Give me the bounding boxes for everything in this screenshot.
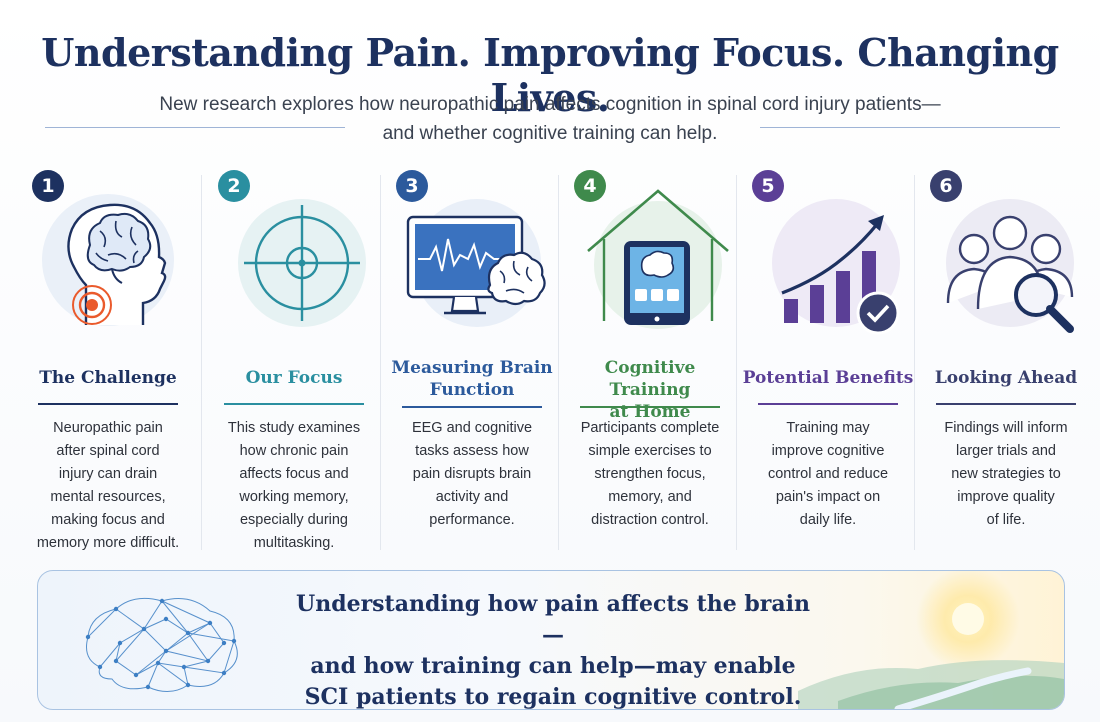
step-3-desc-line: tasks assess how [415,443,529,459]
subtitle-rule-left [45,127,345,128]
step-5-underline [758,403,898,405]
step-6-number-badge: 6 [930,170,962,202]
subtitle-line-1: New research explores how neuropathic pa… [159,94,941,115]
step-1-underline [38,403,178,405]
step-1-desc-line: mental resources, [50,489,166,505]
step-2-desc-line: multitasking. [253,535,335,551]
banner-message: Understanding how pain affects the brain… [288,589,818,710]
step-3: 3 Measuring Brain Function EEG and cogni… [384,165,560,550]
step-6-desc-line: of life. [986,512,1026,528]
step-3-desc-line: pain disrupts brain [412,466,532,482]
rising-chart-check-icon [758,175,908,335]
step-6-desc-line: larger trials and [956,443,1056,459]
step-1-desc-line: Neuropathic pain [53,420,163,436]
target-crosshair-icon [224,175,374,335]
step-3-title-line: Function [429,380,515,400]
step-4-desc-line: Participants complete [580,420,720,436]
step-5-desc-line: daily life. [799,512,857,528]
brain-head-pain-icon [38,175,188,335]
banner-line: Understanding how pain affects the brain… [296,591,810,648]
page-subtitle: New research explores how neuropathic pa… [0,90,1100,148]
step-2-desc-line: especially during [239,512,348,528]
step-1-number-badge: 1 [32,170,64,202]
step-3-title-line: Measuring Brain [391,358,553,378]
step-3-description: EEG and cognitive tasks assess how pain … [392,417,552,532]
steps-row: 1 The Challenge Neuropathic pain after s… [20,165,1080,560]
step-3-number-badge: 3 [396,170,428,202]
step-6-title: Looking Ahead [934,368,1078,388]
subtitle-line-2: and whether cognitive training can help. [382,123,718,144]
step-5-desc-line: control and reduce [767,466,889,482]
step-3-desc-line: EEG and cognitive [411,420,533,436]
step-5: 5 Potential Benefits Training may improv… [740,165,916,550]
step-5-desc-line: pain's impact on [775,489,881,505]
step-5-title: Potential Benefits [742,368,914,388]
step-4-description: Participants complete simple exercises t… [570,417,730,532]
step-divider [201,175,202,550]
step-6-underline [936,403,1076,405]
step-divider [380,175,381,550]
step-4-desc-line: distraction control. [591,512,709,528]
step-2-description: This study examines how chronic pain aff… [214,417,374,555]
step-4-desc-line: simple exercises to [588,443,712,459]
step-6-desc-line: improve quality [957,489,1055,505]
step-2-title: Our Focus [245,368,343,388]
step-5-desc-line: Training may [786,420,870,436]
step-2-desc-line: affects focus and [239,466,349,482]
step-1-description: Neuropathic pain after spinal cord injur… [28,417,188,555]
step-divider [736,175,737,550]
step-1-desc-line: making focus and [51,512,165,528]
step-3-desc-line: activity and [435,489,509,505]
step-5-desc-line: improve cognitive [771,443,885,459]
step-4-desc-line: strengthen focus, [594,466,706,482]
eeg-monitor-brain-icon [402,175,552,335]
step-6-desc-line: Findings will inform [944,420,1068,436]
step-2-desc-line: working memory, [239,489,349,505]
step-5-description: Training may improve cognitive control a… [748,417,908,532]
step-3-title: Measuring Brain Function [384,357,560,401]
step-2: 2 Our Focus This study examines how chro… [206,165,382,551]
page-title: Understanding Pain. Improving Focus. Cha… [41,30,1059,120]
step-1-desc-line: injury can drain [58,466,158,482]
step-1-desc-line: memory more difficult. [36,535,180,551]
banner-line: and how training can help—may enable [310,653,796,679]
step-2-desc-line: how chronic pain [239,443,349,459]
step-1-title: The Challenge [39,368,177,388]
step-4: 4 Cognitive Training at Home Participant… [562,165,738,550]
step-2-desc-line: This study examines [227,420,361,436]
step-2-underline [224,403,364,405]
step-divider [558,175,559,550]
subtitle-rule-right [760,127,1060,128]
step-4-underline [580,406,720,408]
step-6-desc-line: new strategies to [951,466,1061,482]
banner-line: SCI patients to regain cognitive control… [304,684,802,710]
step-4-number-badge: 4 [574,170,606,202]
step-1: 1 The Challenge Neuropathic pain after s… [20,165,196,551]
step-6-description: Findings will inform larger trials and n… [926,417,1086,532]
network-brain-icon [85,571,1064,709]
step-1-desc-line: after spinal cord [56,443,160,459]
step-2-number-badge: 2 [218,170,250,202]
step-4-title: Cognitive Training at Home [562,357,738,423]
step-4-title-line: Cognitive Training [604,358,696,400]
people-magnifier-icon [936,175,1086,335]
step-4-desc-line: memory, and [608,489,692,505]
step-divider [914,175,915,550]
step-3-desc-line: performance. [429,512,515,528]
step-6: 6 Looking Ahead Findings will inform lar… [918,165,1094,550]
house-tablet-icon [580,175,730,335]
summary-banner: Understanding how pain affects the brain… [37,570,1065,710]
step-5-number-badge: 5 [752,170,784,202]
step-3-underline [402,406,542,408]
